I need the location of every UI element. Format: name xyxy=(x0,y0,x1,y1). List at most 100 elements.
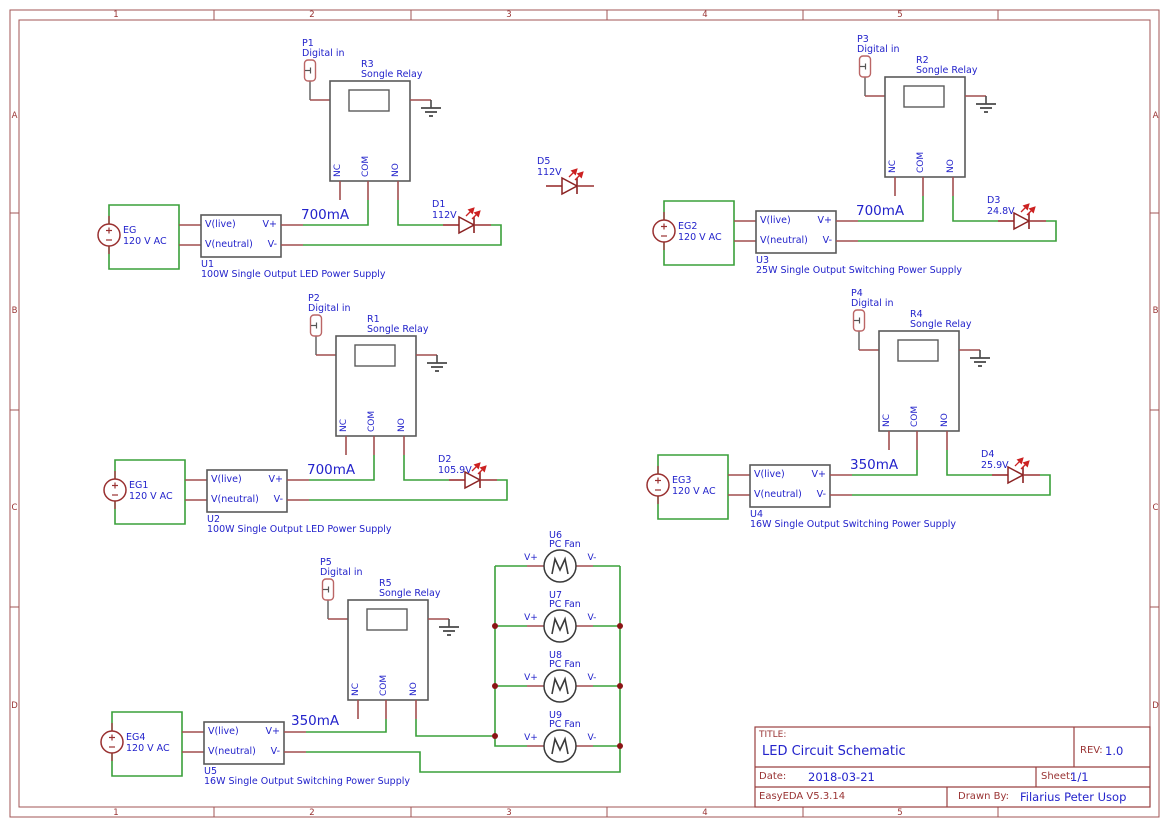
psu-desc[interactable]: 16W Single Output Switching Power Supply xyxy=(204,776,410,787)
relay-label[interactable]: Songle Relay xyxy=(910,319,972,330)
net-current-label[interactable]: 350mA xyxy=(291,713,340,729)
relay-pin-com[interactable]: COM xyxy=(361,155,371,177)
connector-label[interactable]: Digital in xyxy=(851,298,894,309)
source-ref[interactable]: EG xyxy=(123,225,137,236)
frame-col-label: 1 xyxy=(113,808,119,818)
connector-label[interactable]: Digital in xyxy=(302,48,345,59)
led-value[interactable]: 105.9V xyxy=(438,465,472,476)
drawn-by-value[interactable]: Filarius Peter Usop xyxy=(1020,790,1127,804)
psu-desc[interactable]: 100W Single Output LED Power Supply xyxy=(201,269,386,280)
psu-desc[interactable]: 100W Single Output LED Power Supply xyxy=(207,524,392,535)
net-current-label[interactable]: 700mA xyxy=(856,203,905,219)
fan-label[interactable]: PC Fan xyxy=(549,719,581,730)
relay-pin-nc[interactable]: NC xyxy=(339,418,349,432)
relay-pin-com[interactable]: COM xyxy=(379,674,389,696)
connector-ref[interactable]: P4 xyxy=(851,288,863,299)
relay-pin-com[interactable]: COM xyxy=(910,405,920,427)
relay-pin-nc[interactable]: NC xyxy=(333,163,343,177)
led-ref[interactable]: D2 xyxy=(438,454,452,465)
relay-label[interactable]: Songle Relay xyxy=(916,65,978,76)
software-version: EasyEDA V5.3.14 xyxy=(759,791,846,802)
sheet-title[interactable]: LED Circuit Schematic xyxy=(762,744,906,759)
relay-label[interactable]: Songle Relay xyxy=(361,69,423,80)
source-ref[interactable]: EG2 xyxy=(678,221,698,232)
psu-desc[interactable]: 25W Single Output Switching Power Supply xyxy=(756,265,962,276)
relay-pin-nc[interactable]: NC xyxy=(351,682,361,696)
led-value[interactable]: 112V xyxy=(537,167,562,178)
led-value[interactable]: 112V xyxy=(432,210,457,221)
relay-pin-com[interactable]: COM xyxy=(916,151,926,173)
sheet-value[interactable]: 1/1 xyxy=(1070,770,1089,784)
net-current-label[interactable]: 700mA xyxy=(301,207,350,223)
title-block-border xyxy=(754,726,1151,808)
connector-ref[interactable]: P5 xyxy=(320,557,332,568)
fan-pin-vminus: V- xyxy=(587,733,597,743)
psu-ref[interactable]: U2 xyxy=(207,514,220,525)
relay-pin-no[interactable]: NO xyxy=(397,418,407,432)
source-value[interactable]: 120 V AC xyxy=(678,232,722,243)
relay-pin-nc[interactable]: NC xyxy=(888,159,898,173)
led-value[interactable]: 24.8V xyxy=(987,206,1015,217)
source-value[interactable]: 120 V AC xyxy=(129,491,173,502)
relay-pin-no[interactable]: NO xyxy=(946,159,956,173)
fan-ref[interactable]: U7 xyxy=(549,590,562,601)
source-ref[interactable]: EG4 xyxy=(126,732,146,743)
connector-ref[interactable]: P3 xyxy=(857,34,869,45)
source-value[interactable]: 120 V AC xyxy=(123,236,167,247)
psu-pin-neutral: V(neutral) xyxy=(205,239,253,250)
frame-col-label: 5 xyxy=(897,10,903,20)
relay-pin-no[interactable]: NO xyxy=(409,682,419,696)
led-ref[interactable]: D4 xyxy=(981,449,995,460)
relay-label[interactable]: Songle Relay xyxy=(367,324,429,335)
relay-label[interactable]: Songle Relay xyxy=(379,588,441,599)
relay-pin-com[interactable]: COM xyxy=(367,410,377,432)
psu-desc[interactable]: 16W Single Output Switching Power Supply xyxy=(750,519,956,530)
fan-ref[interactable]: U8 xyxy=(549,650,562,661)
circuit-5-graphics[interactable] xyxy=(100,549,623,777)
relay-ref[interactable]: R4 xyxy=(910,309,923,320)
connector-label[interactable]: Digital in xyxy=(320,567,363,578)
connector-ref[interactable]: P2 xyxy=(308,293,320,304)
frame-row-label: D xyxy=(1152,701,1159,711)
net-current-label[interactable]: 700mA xyxy=(307,462,356,478)
fan-pin-vplus: V+ xyxy=(524,733,538,743)
psu-pin-neutral: V(neutral) xyxy=(754,489,802,500)
fan-label[interactable]: PC Fan xyxy=(549,659,581,670)
source-value[interactable]: 120 V AC xyxy=(126,743,170,754)
date-value[interactable]: 2018-03-21 xyxy=(808,770,875,784)
net-current-label[interactable]: 350mA xyxy=(850,457,899,473)
relay-ref[interactable]: R3 xyxy=(361,59,374,70)
led-ref[interactable]: D1 xyxy=(432,199,446,210)
fan-ref[interactable]: U6 xyxy=(549,530,562,541)
psu-ref[interactable]: U4 xyxy=(750,509,763,520)
relay-pin-no[interactable]: NO xyxy=(391,163,401,177)
connector-ref[interactable]: P1 xyxy=(302,38,314,49)
fan-label[interactable]: PC Fan xyxy=(549,539,581,550)
led-ref[interactable]: D5 xyxy=(537,156,551,167)
fan-label[interactable]: PC Fan xyxy=(549,599,581,610)
fan-ref[interactable]: U9 xyxy=(549,710,562,721)
psu-ref[interactable]: U3 xyxy=(756,255,769,266)
led-ref[interactable]: D3 xyxy=(987,195,1001,206)
relay-ref[interactable]: R1 xyxy=(367,314,380,325)
led-value[interactable]: 25.9V xyxy=(981,460,1009,471)
rev-label: REV: xyxy=(1080,745,1103,756)
frame-row-label: A xyxy=(11,111,18,121)
connector-label[interactable]: Digital in xyxy=(857,44,900,55)
psu-ref[interactable]: U1 xyxy=(201,259,214,270)
relay-pin-no[interactable]: NO xyxy=(940,413,950,427)
psu-pin-vplus: V+ xyxy=(811,469,826,480)
connector-label[interactable]: Digital in xyxy=(308,303,351,314)
relay-ref[interactable]: R5 xyxy=(379,578,392,589)
rev-value[interactable]: 1.0 xyxy=(1105,744,1124,758)
source-value[interactable]: 120 V AC xyxy=(672,486,716,497)
psu-pin-vminus: V- xyxy=(273,494,283,505)
psu-pin-neutral: V(neutral) xyxy=(760,235,808,246)
source-ref[interactable]: EG1 xyxy=(129,480,149,491)
source-ref[interactable]: EG3 xyxy=(672,475,692,486)
relay-pin-nc[interactable]: NC xyxy=(882,413,892,427)
psu-ref[interactable]: U5 xyxy=(204,766,217,777)
psu-pin-vplus: V+ xyxy=(265,726,280,737)
relay-ref[interactable]: R2 xyxy=(916,55,929,66)
